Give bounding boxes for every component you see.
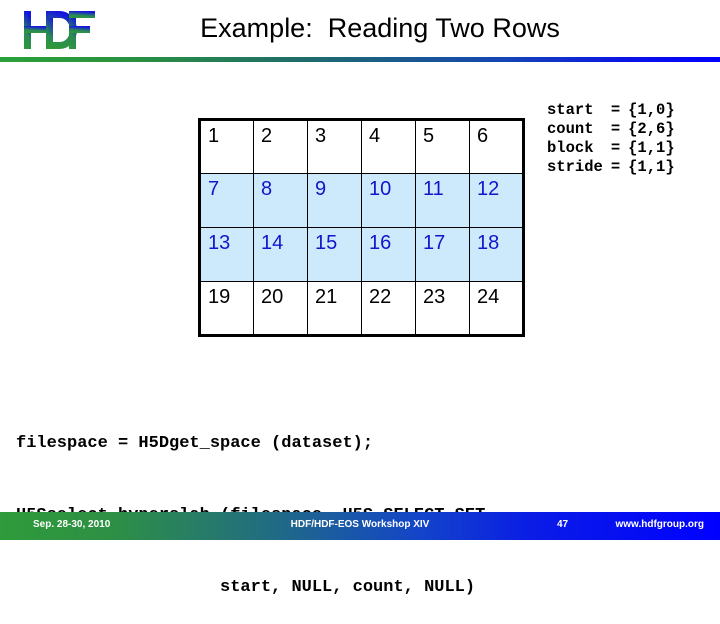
- code-snippet: filespace = H5Dget_space (dataset); H5Ss…: [16, 384, 495, 624]
- parameter-value: {1,0}: [628, 101, 675, 119]
- grid-cell: 2: [253, 119, 308, 174]
- grid-cell-selected: 8: [253, 173, 308, 228]
- slide-header: Example: Reading Two Rows: [0, 0, 720, 63]
- parameter-row-block: block = {1,1}: [547, 139, 675, 158]
- table-row: 1 2 3 4 5 6: [199, 119, 524, 174]
- hdf-logo-icon: [22, 7, 98, 53]
- grid-cell-selected: 14: [253, 227, 308, 282]
- footer-date: Sep. 28-30, 2010: [33, 519, 111, 530]
- grid-cell: 23: [415, 281, 470, 336]
- grid-cell-selected: 11: [415, 173, 470, 228]
- grid-cell-selected: 10: [361, 173, 416, 228]
- grid-cell: 3: [307, 119, 362, 174]
- grid-cell: 5: [415, 119, 470, 174]
- footer-event-title: HDF/HDF-EOS Workshop XIV: [290, 519, 430, 530]
- parameter-name: block: [547, 139, 594, 157]
- grid-cell: 20: [253, 281, 308, 336]
- table-row: 19 20 21 22 23 24: [199, 281, 524, 336]
- grid-body: 1 2 3 4 5 6 7 8 9 10 11 12 13 14 15 16 1…: [199, 119, 524, 336]
- parameter-value: {2,6}: [628, 120, 675, 138]
- parameter-name: count: [547, 120, 594, 138]
- parameter-value: {1,1}: [628, 139, 675, 157]
- page-title: Example: Reading Two Rows: [200, 13, 560, 43]
- grid-cell-selected: 7: [199, 173, 254, 228]
- parameter-list: start = {1,0} count = {2,6} block = {1,1…: [547, 101, 675, 177]
- grid-cell: 1: [199, 119, 254, 174]
- grid-cell: 24: [469, 281, 524, 336]
- parameter-equals: =: [610, 101, 621, 119]
- grid-cell-selected: 9: [307, 173, 362, 228]
- grid-cell: 4: [361, 119, 416, 174]
- footer-page-number: 47: [557, 519, 569, 530]
- grid-cell-selected: 18: [469, 227, 524, 282]
- grid-cell: 22: [361, 281, 416, 336]
- code-line-1: filespace = H5Dget_space (dataset);: [16, 434, 374, 453]
- parameter-value: {1,1}: [628, 158, 675, 176]
- grid-cell-selected: 12: [469, 173, 524, 228]
- table-row-selected: 7 8 9 10 11 12: [199, 173, 524, 228]
- grid-cell: 6: [469, 119, 524, 174]
- code-line-3: start, NULL, count, NULL): [16, 578, 476, 597]
- parameter-equals: =: [610, 120, 621, 138]
- grid-cell: 19: [199, 281, 254, 336]
- parameter-name: stride: [547, 158, 603, 176]
- parameter-row-stride: stride = {1,1}: [547, 158, 675, 177]
- parameter-equals: =: [610, 139, 621, 157]
- dataset-grid: 1 2 3 4 5 6 7 8 9 10 11 12 13 14 15 16 1…: [198, 118, 525, 337]
- header-divider: [0, 57, 720, 62]
- parameter-row-start: start = {1,0}: [547, 101, 675, 120]
- parameter-name: start: [547, 101, 594, 119]
- grid-cell-selected: 15: [307, 227, 362, 282]
- grid-cell-selected: 16: [361, 227, 416, 282]
- grid-cell-selected: 17: [415, 227, 470, 282]
- parameter-row-count: count = {2,6}: [547, 120, 675, 139]
- parameter-equals: =: [610, 158, 621, 176]
- slide-footer: Sep. 28-30, 2010 HDF/HDF-EOS Workshop XI…: [0, 512, 720, 540]
- hyperslab-parameters: start = {1,0} count = {2,6} block = {1,1…: [547, 101, 675, 177]
- grid-cell-selected: 13: [199, 227, 254, 282]
- grid-cell: 21: [307, 281, 362, 336]
- footer-url[interactable]: www.hdfgroup.org: [615, 519, 704, 530]
- table-row-selected: 13 14 15 16 17 18: [199, 227, 524, 282]
